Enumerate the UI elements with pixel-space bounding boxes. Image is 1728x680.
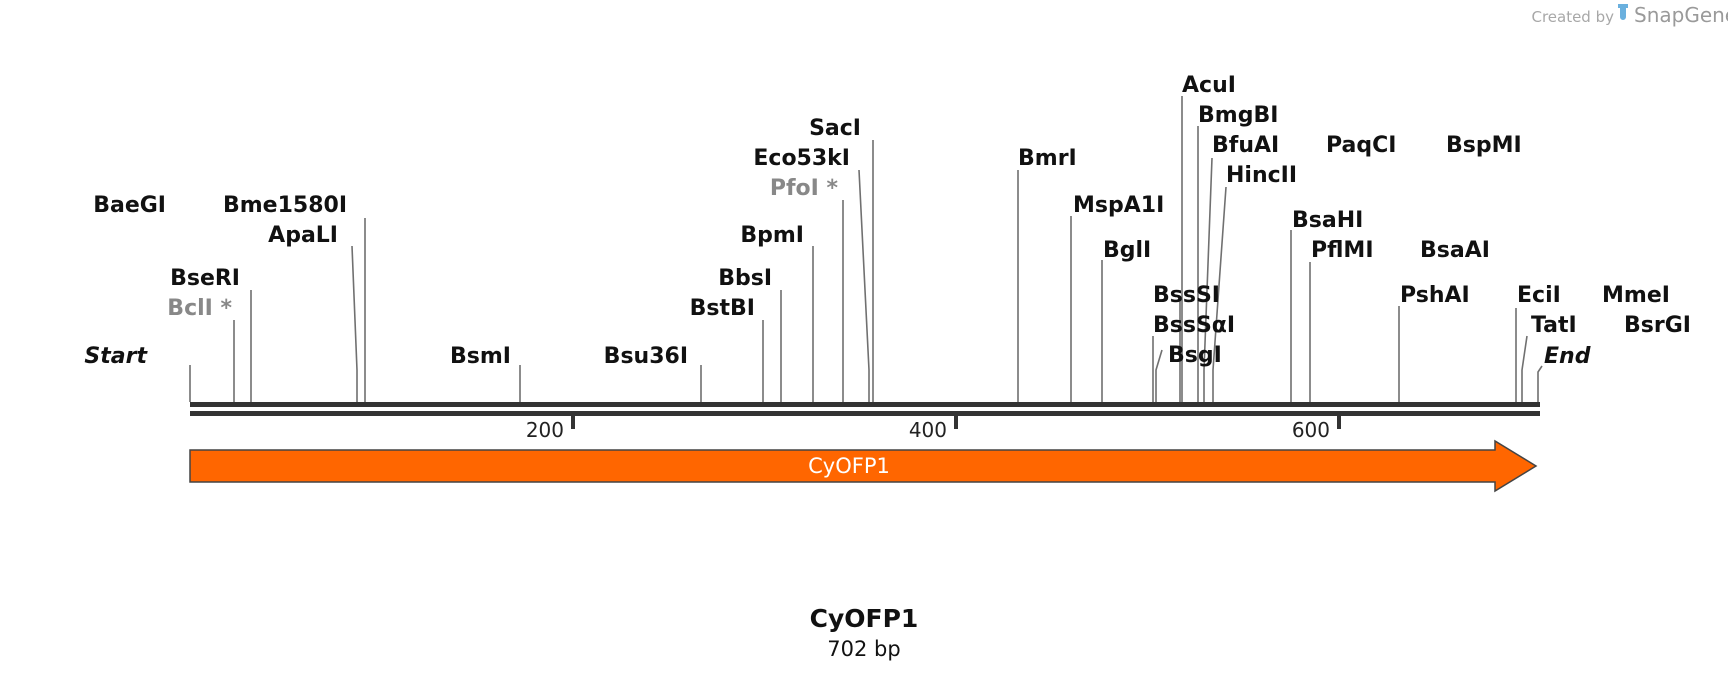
site-label-tati: TatI (1531, 313, 1577, 338)
site-label-mmei: MmeI (1602, 283, 1670, 308)
feature-arrow (189, 439, 1538, 493)
site-label-bmgbi: BmgBI (1198, 103, 1278, 128)
site-label-bsahi: BsaHI (1292, 208, 1363, 233)
site-label-bfuai: BfuAI (1212, 133, 1279, 158)
site-label-pshai: PshAI (1400, 283, 1470, 308)
site-label-start: Start (84, 344, 148, 369)
backbone-bottom-strand (190, 411, 1540, 416)
site-label-bbsi: BbsI (718, 266, 772, 291)
site-label-bgli: BglI (1103, 238, 1151, 263)
site-label-apali: ApaLI (268, 223, 338, 248)
tick-label-400: 400 (909, 418, 947, 442)
site-label-bme1580i: Bme1580I (223, 193, 347, 218)
dna-backbone (190, 402, 1540, 416)
snapgene-credit: Created by SnapGene (1531, 3, 1728, 27)
site-lines (189, 96, 1543, 402)
feature-label: CyOFP1 (808, 454, 890, 478)
site-label-bsu36i: Bsu36I (604, 344, 688, 369)
feature-cyofp1: CyOFP1 (189, 439, 1538, 493)
site-label-hincii: HincII (1226, 163, 1297, 188)
created-by-text: Created by (1531, 8, 1614, 26)
site-label-saci: SacI (809, 116, 861, 141)
backbone-top-strand (190, 402, 1540, 407)
site-label-bsssi: BssSI (1153, 283, 1220, 308)
site-line-apali (351, 245, 358, 402)
site-label-bpmi: BpmI (740, 223, 804, 248)
tick-label-600: 600 (1292, 418, 1330, 442)
site-label-bsaai: BsaAI (1420, 238, 1490, 263)
site-labels: Start BaeGI Bme1580I ApaLI BseRI BclI * BsmI Bs… (84, 73, 1691, 369)
site-label-ecii: EciI (1517, 283, 1561, 308)
site-label-bcli: BclI * (167, 296, 232, 321)
tick-mark-200 (571, 416, 575, 429)
map-title: CyOFP1 (810, 604, 919, 633)
site-line-bfuai (1203, 157, 1213, 402)
site-label-bsss-i: BssSαI (1153, 313, 1235, 338)
site-line-end (1537, 365, 1543, 402)
site-label-bmri: BmrI (1018, 146, 1077, 171)
site-label-pflmi: PflMI (1311, 238, 1374, 263)
snapgene-brand-text: SnapGene (1634, 3, 1728, 27)
site-label-baegi: BaeGI (93, 193, 166, 218)
site-line-bsss-i (1155, 349, 1163, 402)
site-label-end: End (1544, 344, 1591, 369)
tick-mark-600 (1337, 416, 1341, 429)
site-line-tati (1521, 335, 1528, 402)
site-label-bseri: BseRI (170, 266, 240, 291)
tick-label-200: 200 (526, 418, 564, 442)
snapgene-tube-icon (1618, 4, 1628, 20)
site-label-bsgi: BsgI (1168, 343, 1222, 368)
map-length: 702 bp (827, 637, 900, 661)
site-label-bspmi: BspMI (1446, 133, 1522, 158)
site-label-acui: AcuI (1182, 73, 1236, 98)
site-label-pfoi: PfoI * (770, 176, 839, 201)
site-label-bstbi: BstBI (690, 296, 755, 321)
site-line-eco53ki (858, 169, 870, 402)
site-line-hincii (1212, 186, 1227, 402)
site-label-mspa1i: MspA1I (1073, 193, 1164, 218)
site-label-eco53ki: Eco53kI (753, 146, 850, 171)
tick-mark-400 (954, 416, 958, 429)
site-label-bsrgi: BsrGI (1624, 313, 1691, 338)
ruler: 200 400 600 (526, 416, 1341, 442)
site-label-bsmi: BsmI (450, 344, 511, 369)
site-label-paqci: PaqCI (1326, 133, 1396, 158)
